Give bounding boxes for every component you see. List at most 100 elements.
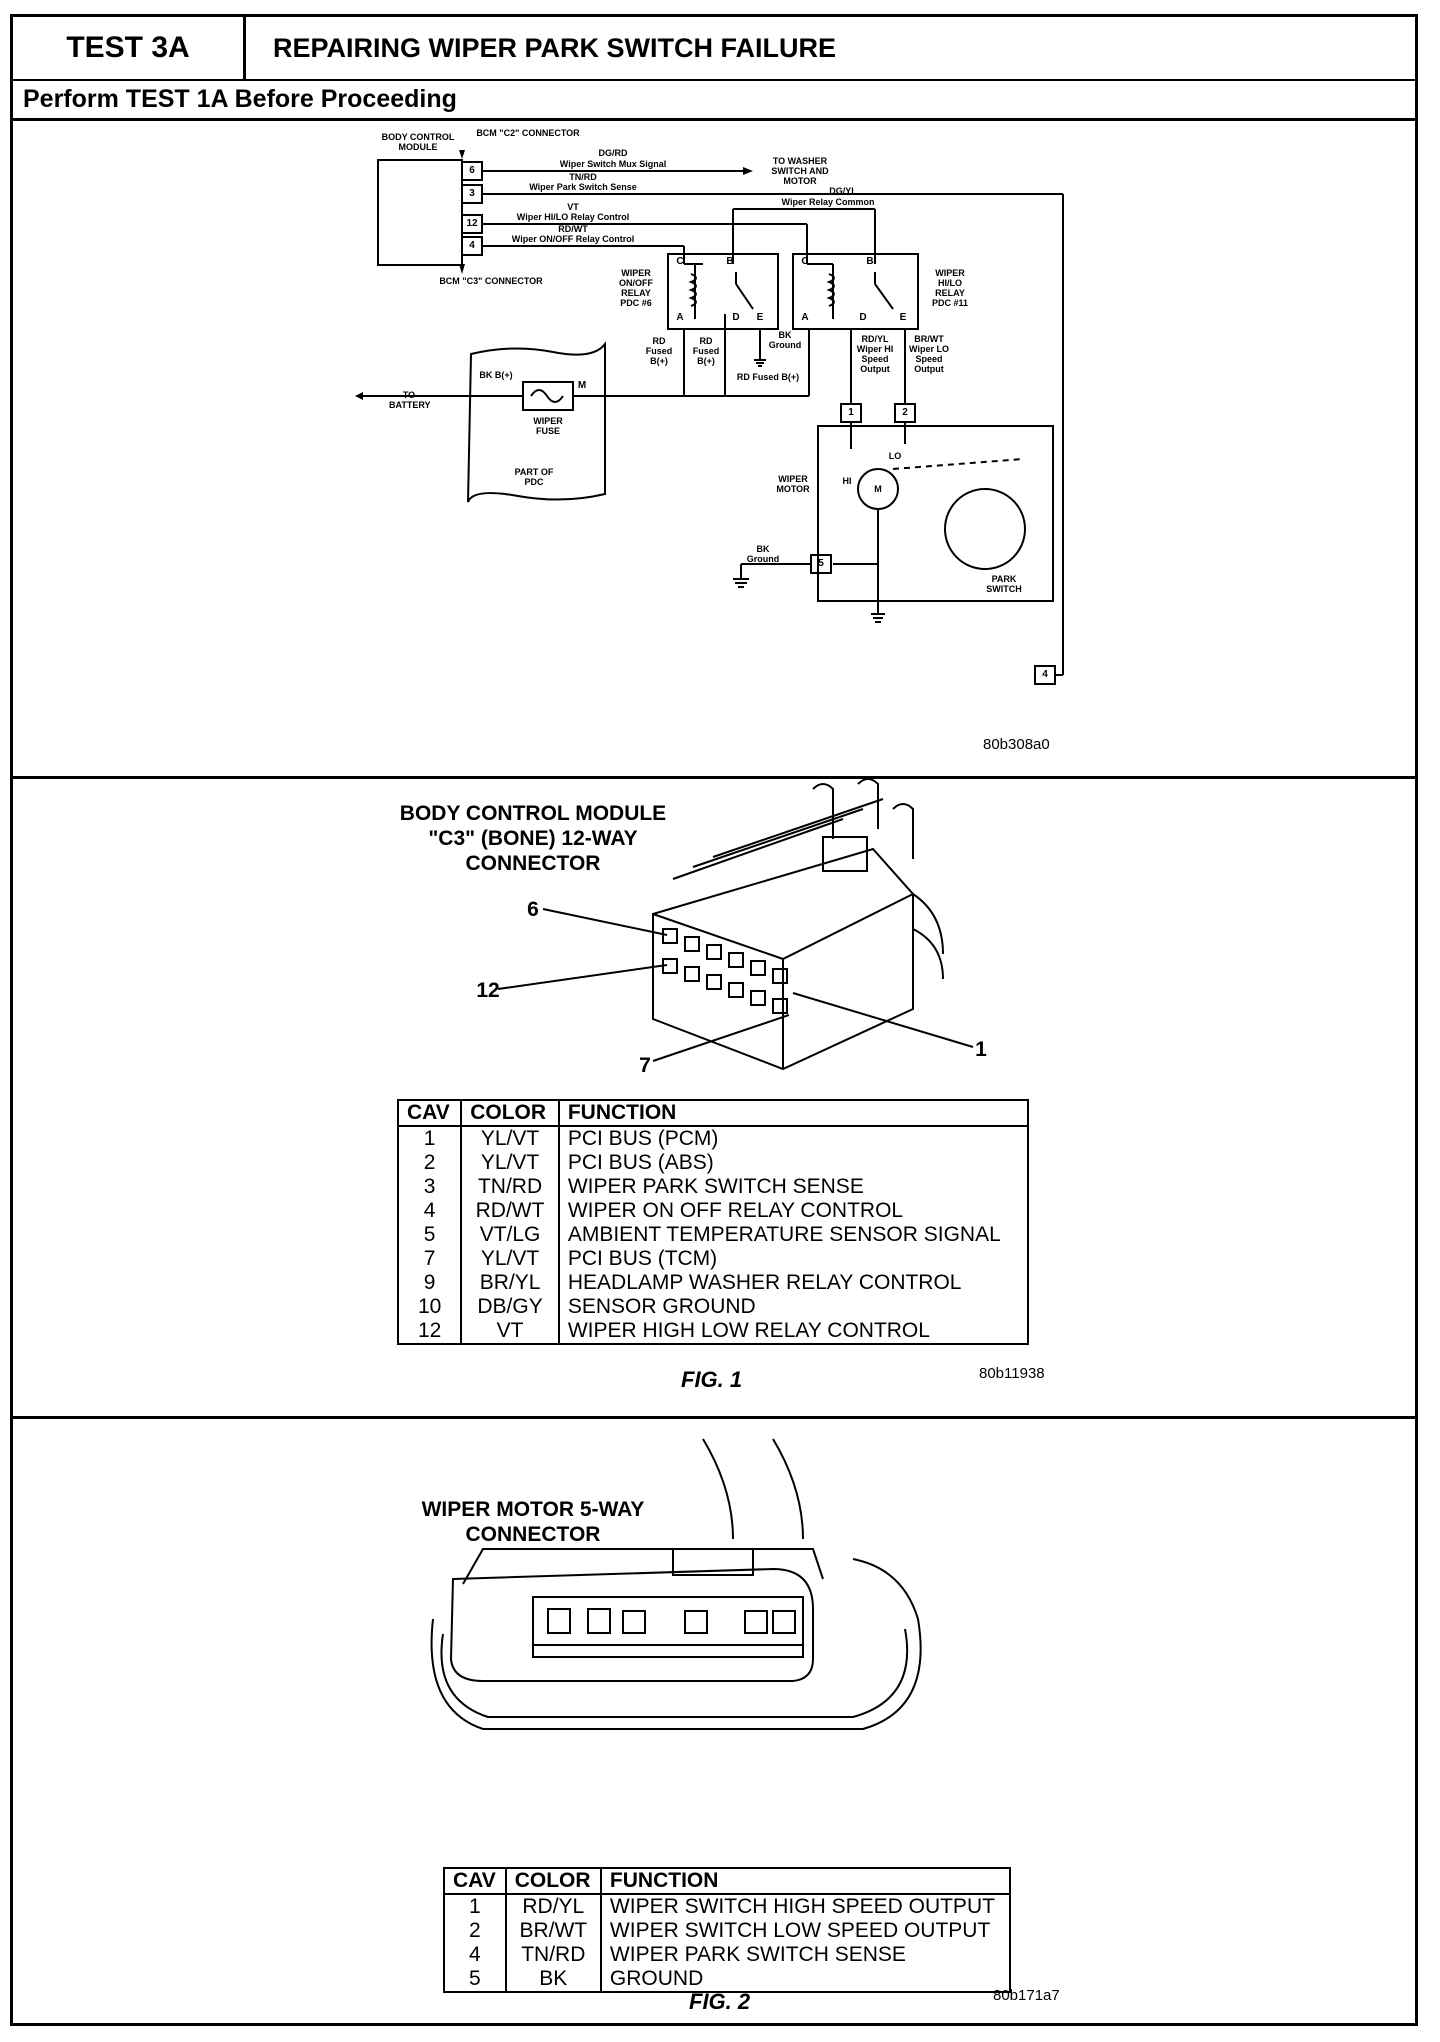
cav-cell: 4 — [443, 1943, 507, 1967]
bcm-label: BODY CONTROL MODULE — [381, 132, 455, 152]
w3-color: VT — [567, 202, 579, 212]
header-bar: TEST 3A REPAIRING WIPER PARK SWITCH FAIL… — [13, 17, 1415, 81]
relay1-pin-b: B — [726, 256, 734, 267]
common-name: Wiper Relay Common — [781, 197, 875, 207]
w1-name: Wiper Switch Mux Signal — [559, 159, 667, 169]
w4-color: RD/WT — [558, 224, 588, 234]
prerequisite-note: Perform TEST 1A Before Proceeding — [13, 81, 1415, 121]
brwt-label: BR/WT Wiper LO Speed Output — [909, 334, 949, 374]
color-cell: TN/RD — [504, 1943, 602, 1967]
color-cell: YL/VT — [460, 1151, 560, 1175]
col-function: FUNCTION — [599, 1867, 1012, 1895]
to-battery-label: TO BATTERY — [389, 390, 431, 410]
bk-b-label: BK B(+) — [479, 370, 513, 380]
col-cav: CAV — [443, 1867, 507, 1895]
bcm-c3-label: BCM "C3" CONNECTOR — [439, 276, 543, 286]
function-cell: WIPER HIGH LOW RELAY CONTROL — [557, 1319, 1030, 1345]
w2-name: Wiper Park Switch Sense — [529, 182, 637, 192]
function-cell: WIPER SWITCH HIGH SPEED OUTPUT — [599, 1894, 1012, 1919]
relay2-label: WIPER HI/LO RELAY PDC #11 — [931, 268, 969, 308]
color-cell: YL/VT — [460, 1126, 560, 1151]
color-cell: BK — [504, 1967, 602, 1993]
col-color: COLOR — [460, 1099, 560, 1127]
wiper-motor-connector-panel: WIPER MOTOR 5-WAY CONNECTOR CAV COLOR FU — [13, 1419, 1415, 2023]
fig1-code: 80b11938 — [979, 1365, 1045, 1382]
motor-m-label: M — [874, 484, 882, 494]
bcm-connector-illustration — [497, 779, 974, 1071]
function-cell: WIPER ON OFF RELAY CONTROL — [557, 1199, 1030, 1223]
rd-fused-2: RD Fused B(+) — [692, 336, 720, 366]
function-cell: WIPER SWITCH LOW SPEED OUTPUT — [599, 1919, 1012, 1943]
w2-color: TN/RD — [569, 172, 597, 182]
bcm-c2-label: BCM "C2" CONNECTOR — [476, 128, 580, 138]
motor-pin-5: 5 — [818, 558, 824, 569]
function-cell: AMBIENT TEMPERATURE SENSOR SIGNAL — [557, 1223, 1030, 1247]
relay2-pin-d: D — [859, 312, 867, 323]
fuse-m-label: M — [577, 380, 587, 391]
motor-pin-2: 2 — [902, 407, 908, 418]
callout-7: 7 — [639, 1054, 651, 1077]
bk-ground-relay: BK Ground — [768, 330, 802, 350]
color-cell: BR/WT — [504, 1919, 602, 1943]
schematic-code: 80b308a0 — [983, 736, 1050, 753]
rd-fused-3: RD Fused B(+) — [736, 372, 800, 382]
pin-12: 12 — [466, 218, 478, 229]
cav-cell: 9 — [396, 1271, 463, 1295]
relay1-pin-d: D — [732, 312, 740, 323]
function-cell: PCI BUS (TCM) — [557, 1247, 1030, 1271]
cav-cell: 3 — [396, 1175, 463, 1199]
cav-cell: 1 — [396, 1126, 463, 1151]
to-washer-label: TO WASHER SWITCH AND MOTOR — [771, 156, 829, 186]
relay1-pin-a: A — [676, 312, 684, 323]
pin-4: 4 — [469, 240, 475, 251]
col-cav: CAV — [396, 1099, 463, 1127]
col-function: FUNCTION — [557, 1099, 1030, 1127]
part-of-pdc-label: PART OF PDC — [514, 467, 554, 487]
wiring-schematic — [355, 150, 1064, 685]
document-page: TEST 3A REPAIRING WIPER PARK SWITCH FAIL… — [10, 14, 1418, 2026]
w3-name: Wiper HI/LO Relay Control — [516, 212, 630, 222]
bcm-connector-panel: BODY CONTROL MODULE "C3" (BONE) 12-WAY C… — [13, 779, 1415, 1419]
bk-ground-motor: BK Ground — [746, 544, 780, 564]
cav-cell: 1 — [443, 1894, 507, 1919]
test-id: TEST 3A — [13, 17, 246, 79]
relay2-pin-c: C — [801, 256, 809, 267]
relay2-pin-b: B — [866, 256, 874, 267]
relay2-pin-e: E — [899, 312, 907, 323]
rdyl-label: RD/YL Wiper HI Speed Output — [856, 334, 894, 374]
pin-6: 6 — [469, 165, 475, 176]
relay1-pin-e: E — [756, 312, 764, 323]
cav-cell: 5 — [396, 1223, 463, 1247]
color-cell: BR/YL — [460, 1271, 560, 1295]
fig1-caption: FIG. 1 — [681, 1367, 743, 1392]
w4-name: Wiper ON/OFF Relay Control — [511, 234, 635, 244]
cav-cell: 7 — [396, 1247, 463, 1271]
color-cell: DB/GY — [460, 1295, 560, 1319]
color-cell: RD/WT — [460, 1199, 560, 1223]
color-cell: VT/LG — [460, 1223, 560, 1247]
callout-1: 1 — [975, 1038, 987, 1061]
color-cell: VT — [460, 1319, 560, 1345]
common-color: DG/YL — [829, 186, 857, 196]
function-cell: GROUND — [599, 1967, 1012, 1993]
function-cell: SENSOR GROUND — [557, 1295, 1030, 1319]
function-cell: HEADLAMP WASHER RELAY CONTROL — [557, 1271, 1030, 1295]
relay2-pin-a: A — [801, 312, 809, 323]
cav-cell: 2 — [396, 1151, 463, 1175]
park-switch-label: PARK SWITCH — [986, 574, 1022, 594]
cav-cell: 4 — [396, 1199, 463, 1223]
color-cell: TN/RD — [460, 1175, 560, 1199]
function-cell: WIPER PARK SWITCH SENSE — [599, 1943, 1012, 1967]
pin-3: 3 — [469, 188, 475, 199]
cav-cell: 12 — [396, 1319, 463, 1345]
function-cell: PCI BUS (PCM) — [557, 1126, 1030, 1151]
function-cell: WIPER PARK SWITCH SENSE — [557, 1175, 1030, 1199]
relay1-pin-c: C — [676, 256, 684, 267]
function-cell: PCI BUS (ABS) — [557, 1151, 1030, 1175]
